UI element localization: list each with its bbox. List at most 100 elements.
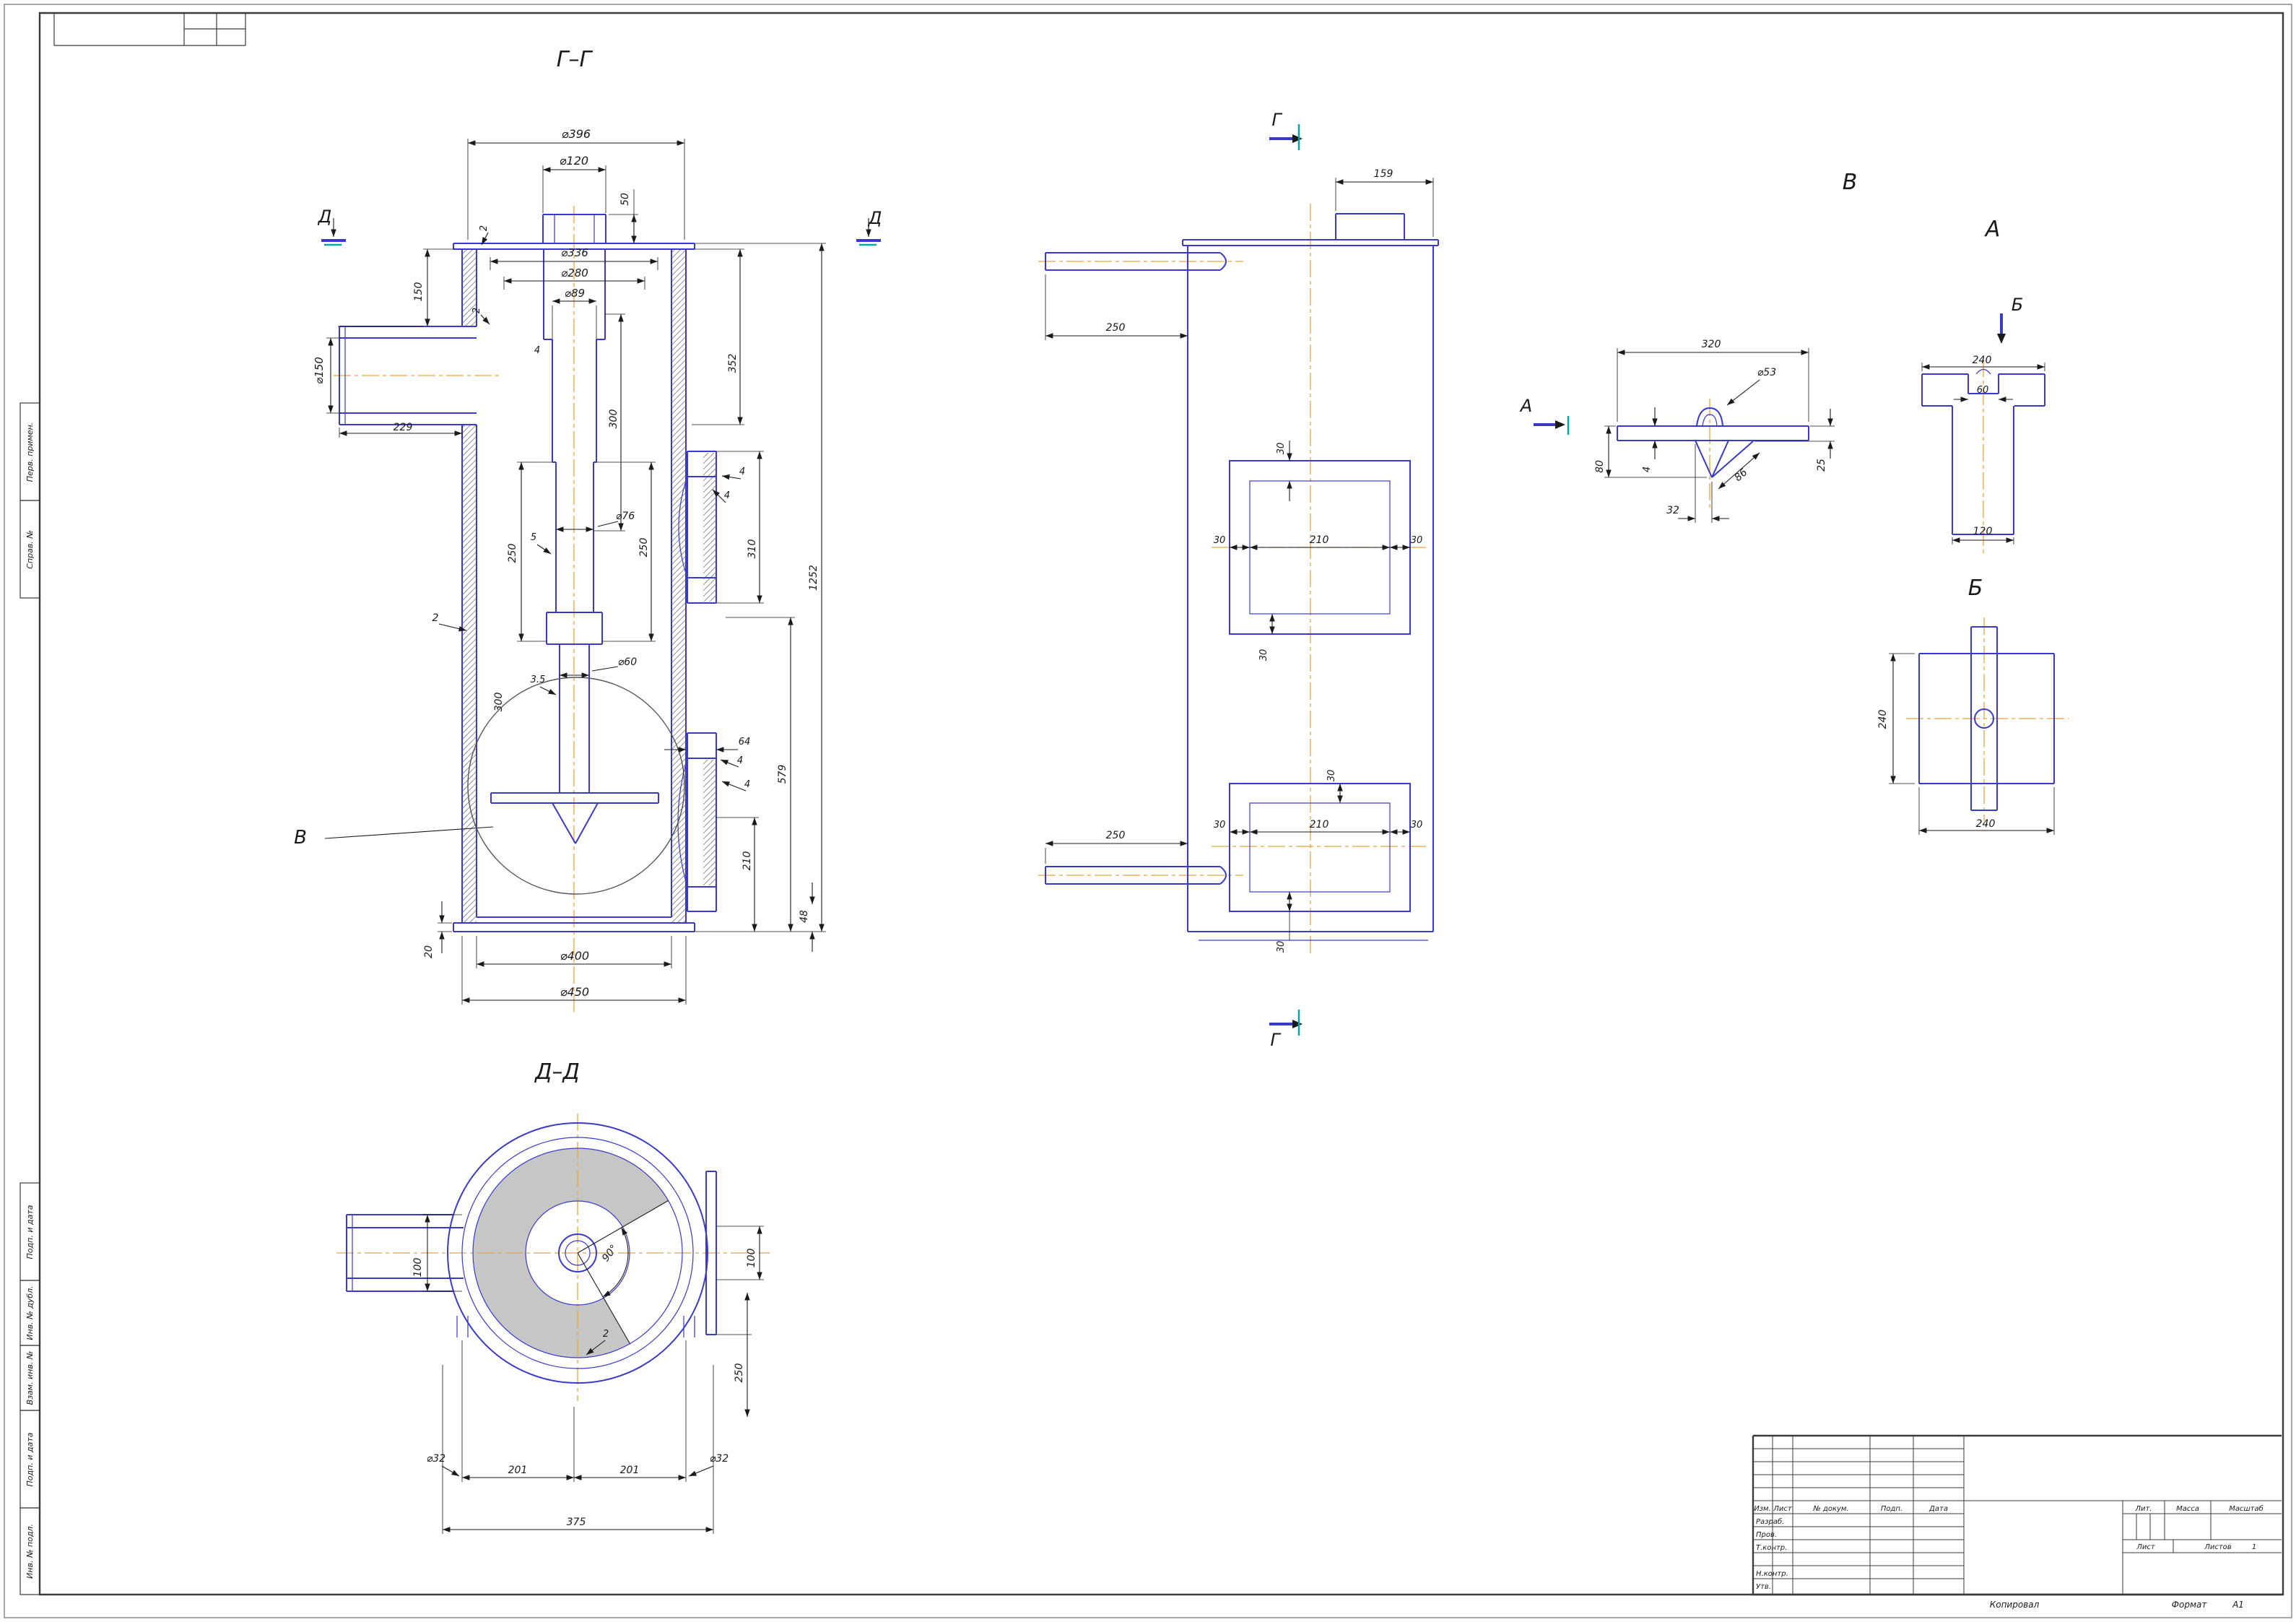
dd_dims-label: ⌀32: [710, 1453, 729, 1465]
gg_dims-label: ⌀280: [561, 266, 588, 279]
dd_dims-label: 100: [746, 1249, 757, 1268]
gg_dims-label: 4: [724, 490, 730, 501]
side_dims-label: 250: [1106, 322, 1126, 334]
gg_dims-label: 352: [727, 354, 739, 373]
side_dims-label: 30: [1214, 535, 1226, 546]
v_dims-label: 80: [1594, 460, 1606, 473]
title_block-label: 1: [2252, 1543, 2256, 1551]
gg_dims-label: ⌀150: [313, 357, 326, 384]
gg_dims-label: ⌀120: [560, 154, 588, 168]
section_markers-label: Г: [1270, 1030, 1281, 1050]
title_block-label: Масштаб: [2229, 1504, 2264, 1513]
frame_columns-label: Инв. № дубл.: [25, 1285, 35, 1340]
gg_dims-label: 48: [799, 910, 810, 923]
section-g-marks: [1269, 137, 1292, 1025]
section_markers-label: Д: [868, 208, 882, 228]
frame_columns-label: Справ. №: [25, 530, 35, 569]
gg_dims-label: 50: [619, 193, 631, 206]
title_block-label: Лист: [2136, 1543, 2156, 1551]
b-dimension-lines: [1890, 654, 2054, 833]
v_dims-label: 86: [1732, 467, 1749, 484]
v_dims-label: 320: [1702, 339, 1721, 350]
view-title-a: А: [1984, 217, 2001, 242]
corner-table: [53, 13, 246, 46]
gg_dims-label: 2: [471, 308, 482, 313]
view-dd-section: [336, 1114, 770, 1534]
section_markers-label: В: [294, 827, 307, 849]
gg_dims-label: 210: [742, 851, 753, 871]
gg_dims-label: ⌀89: [565, 287, 585, 300]
gg_dims-label: 4: [534, 345, 540, 356]
gg_dims-label: 5: [531, 532, 536, 543]
gg_dims-label: 579: [777, 765, 788, 784]
v_dims-label: ⌀53: [1757, 367, 1776, 378]
b_dims-label: 240: [1877, 710, 1889, 729]
title_block-label: Изм.: [1754, 1505, 1771, 1513]
side_dims-label: 210: [1310, 819, 1329, 830]
side_dims-label: 30: [1276, 941, 1287, 953]
gg_dims-label: 4: [744, 779, 750, 790]
title_block-label: Разраб.: [1756, 1517, 1784, 1526]
frame_columns-label: Перв. примен.: [25, 422, 35, 482]
sheet-frame: [4, 4, 2292, 1618]
view-b: [1889, 617, 2069, 835]
gg_dims-label: 2: [432, 612, 439, 624]
gg_dims-label: ⌀450: [560, 985, 589, 999]
section_markers-label: Б: [2012, 295, 2023, 315]
section_markers-label: Д: [318, 207, 332, 227]
a_dims-label: 240: [1973, 355, 1992, 366]
side_dims-label: 30: [1276, 443, 1287, 455]
view-title-gg: Г–Г: [557, 47, 593, 72]
view-title-b: Б: [1968, 576, 1983, 601]
title_block-label: А1: [2232, 1600, 2244, 1610]
gg_dims-label: ⌀336: [561, 246, 588, 259]
frame-attribute-boxes: [19, 402, 40, 1595]
gg_dims-label: 4: [737, 755, 743, 766]
annotation-labels: ⌀396⌀120502⌀336⌀280⌀891502⌀1504300352229…: [25, 110, 2264, 1610]
title_block-label: Утв.: [1756, 1583, 1771, 1591]
annular-baffle: [473, 1148, 669, 1358]
side_dims-label: 30: [1214, 820, 1226, 830]
gg_dims-label: 250: [638, 538, 650, 558]
side_dims-label: 30: [1411, 535, 1423, 546]
section_markers-label: А: [1519, 396, 1532, 416]
title_block-label: Подп.: [1881, 1505, 1903, 1513]
gg_dims-label: 229: [393, 422, 413, 433]
side_dims-label: 30: [1326, 770, 1337, 782]
gg_dims-label: 1252: [808, 565, 819, 591]
gg_dims-label: 250: [507, 544, 518, 563]
side_dims-label: 210: [1310, 534, 1329, 546]
title_block-label: Лист: [1773, 1505, 1793, 1513]
title_block-label: Пров.: [1756, 1531, 1777, 1539]
gg-dimension-lines: [328, 140, 871, 1003]
title_block-label: № докум.: [1812, 1505, 1848, 1513]
frame_columns-label: Подп. и дата: [25, 1432, 35, 1486]
gg_dims-label: 300: [608, 409, 619, 429]
view-v-detail: [1534, 348, 1835, 523]
side-dimension-lines: [1045, 179, 1433, 911]
v_dims-label: 25: [1816, 459, 1827, 472]
dd_dims-label: 100: [412, 1258, 424, 1278]
view-title-v: В: [1843, 170, 1858, 195]
frame_columns-label: Инв. № подл.: [25, 1524, 35, 1579]
view-title-dd: Д–Д: [534, 1059, 580, 1085]
side_dims-label: 30: [1258, 649, 1269, 662]
side_dims-label: 159: [1374, 168, 1393, 180]
gg_dims-label: 4: [739, 467, 745, 477]
dd_dims-label: 201: [620, 1465, 640, 1476]
dd_dims-label: 90°: [600, 1243, 620, 1264]
a_dims-label: 60: [1977, 385, 1989, 396]
dd_dims-label: 375: [567, 1517, 586, 1528]
dd-dimension-lines: [425, 1215, 762, 1532]
side_dims-label: 30: [1411, 820, 1423, 830]
gg_dims-label: ⌀60: [618, 656, 637, 668]
view-a: [1921, 313, 2045, 556]
section_markers-label: Г: [1271, 110, 1282, 130]
gg_dims-label: 150: [413, 282, 425, 302]
title_block-label: Масса: [2176, 1505, 2199, 1513]
view-side: [1038, 124, 1439, 1036]
title-block: [1752, 1434, 2282, 1596]
gg_dims-label: 310: [747, 539, 758, 559]
gg_dims-label: 20: [423, 945, 435, 958]
